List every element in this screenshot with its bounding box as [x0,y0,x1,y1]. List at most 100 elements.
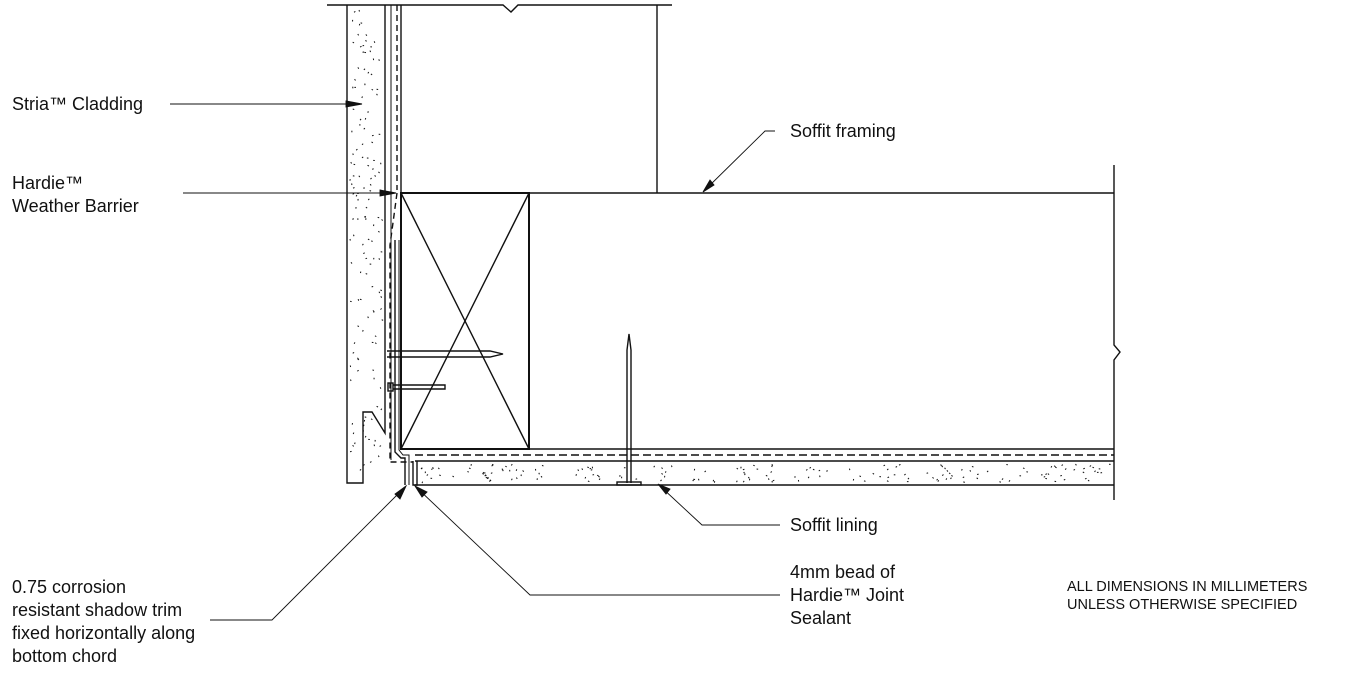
stipple-mark [940,464,942,467]
stipple-mark [661,472,664,475]
label-line: resistant shadow trim [12,600,183,620]
stipple-mark [370,177,372,180]
stipple-mark [515,477,518,480]
stipple-mark [359,45,362,48]
stipple-mark [367,198,370,201]
stipple-mark [361,143,364,146]
label-line: fixed horizontally along [12,623,196,643]
stipple-mark [886,468,889,471]
stipple-mark [961,468,963,471]
stipple-mark [363,127,366,130]
stipple-mark [378,171,380,174]
stipple-mark [376,93,378,96]
label-line: 0.75 corrosion [12,577,127,597]
label-line: 4mm bead of [790,562,896,582]
stipple-mark [363,252,365,254]
stipple-mark [887,476,890,479]
stipple-mark [969,469,972,472]
stipple-mark [1008,480,1011,482]
soffit-lining [415,454,1114,486]
label-soffit-lining: Soffit lining [790,515,878,535]
stipple-mark [742,480,745,483]
stipple-mark [1063,478,1066,481]
stipple-mark [538,472,540,475]
stipple-mark [736,467,739,470]
stipple-mark [439,474,441,477]
stipple-mark [353,342,356,344]
stipple-mark [374,175,376,177]
stipple-mark [369,50,372,53]
stipple-mark [692,479,695,482]
stipple-mark [353,10,356,13]
stipple-mark [540,475,543,478]
stipple-mark [354,78,356,81]
stipple-mark [587,466,590,469]
stipple-mark [357,357,359,360]
stipple-mark [505,465,507,468]
stipple-mark [489,479,492,482]
leader-lines [170,100,780,621]
stipple-mark [358,175,361,178]
stipple-mark [941,474,944,477]
stipple-mark [380,289,383,292]
stipple-mark [1075,463,1077,466]
stipple-mark [904,473,906,476]
stipple-mark [653,465,656,468]
stipple-mark [664,471,667,473]
dimensions-note: ALL DIMENSIONS IN MILLIMETERS UNLESS OTH… [1067,578,1307,614]
stipple-mark [452,475,455,478]
stipple-mark [362,243,364,246]
stipple-mark [467,471,470,473]
stipple-mark [898,463,901,466]
stipple-mark [515,469,518,472]
stipple-mark [352,432,355,435]
stipple-mark [771,463,774,466]
stipple-mark [430,468,433,470]
stipple-mark [945,478,948,480]
stipple-mark [353,234,355,237]
stipple-mark [895,465,898,468]
stipple-mark [367,71,370,74]
stipple-mark [367,316,369,319]
stipple-mark [704,470,707,473]
stipple-mark [747,476,750,479]
stipple-mark [1084,477,1087,480]
stipple-mark [1047,473,1050,476]
label-line: Sealant [790,608,852,628]
stipple-mark [805,468,808,471]
stipple-mark [361,156,364,159]
stipple-mark [986,470,989,473]
stipple-mark [370,73,373,76]
stipple-mark [379,387,382,389]
stipple-mark [432,466,434,469]
stipple-mark [511,478,513,481]
stipple-mark [367,164,370,167]
stipple-mark [951,475,953,477]
stipple-mark [378,59,380,61]
stipple-mark [962,476,965,479]
stipple-mark [946,469,949,472]
stipple-mark [380,296,383,298]
stipple-mark [770,471,773,473]
stipple-mark [350,161,352,164]
upper-framing [327,4,672,193]
stipple-mark [362,329,364,332]
stipple-mark [378,291,381,294]
stipple-mark [352,351,355,354]
label-weather-barrier: Hardie™ Weather Barrier [12,172,139,218]
stipple-mark [352,444,355,447]
stipple-mark [587,480,590,483]
label-line: Weather Barrier [12,196,139,216]
stipple-mark [950,477,952,480]
stipple-mark [377,230,380,233]
stipple-mark [491,463,494,466]
stipple-mark [374,342,377,345]
stipple-mark [437,467,440,470]
stipple-mark [976,477,979,480]
stipple-mark [426,474,429,476]
stipple-mark [971,465,974,468]
stipple-mark [370,418,373,421]
stipple-mark [1001,478,1004,480]
stipple-mark [1089,465,1092,467]
stipple-mark [364,216,366,218]
